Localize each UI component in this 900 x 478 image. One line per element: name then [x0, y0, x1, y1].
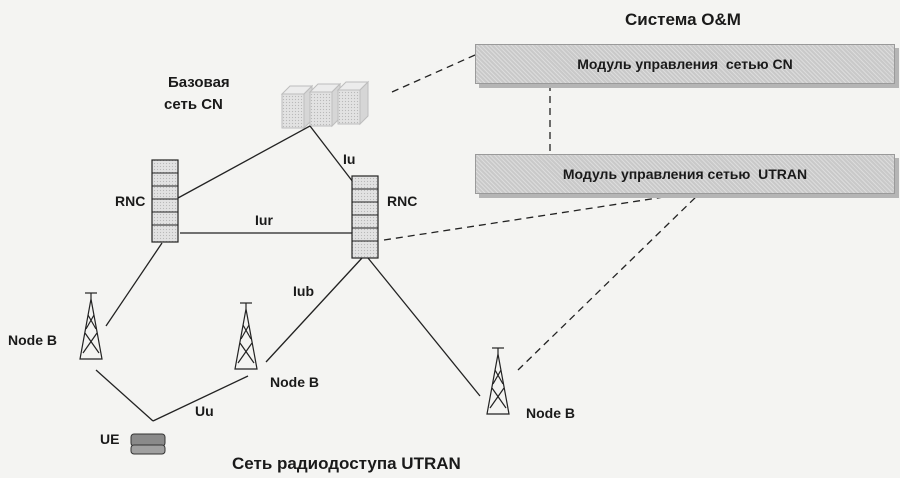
core-network-icon: [280, 80, 370, 130]
iur-interface-label: Iur: [255, 212, 273, 228]
nodeb-left-label: Node B: [8, 332, 57, 348]
uu-interface-label: Uu: [195, 403, 214, 419]
rnc-left-label: RNC: [115, 193, 146, 209]
cn-module-label: Модуль управления сетью CN: [577, 56, 793, 72]
core-network-label-line1: Базовая: [168, 74, 230, 91]
ue-device-icon: [130, 433, 166, 455]
dash-core-cn-module: [391, 54, 476, 93]
core-network-label-line2: сеть CN: [164, 96, 223, 113]
dash-nodeb-right-utran: [517, 192, 701, 371]
nodeb-right-label: Node B: [526, 405, 575, 421]
dash-rnc-right-utran: [383, 192, 691, 241]
link-ue-nodeb-left: [95, 369, 154, 422]
link-rnc-right-nodeb-right: [367, 257, 481, 397]
cn-management-module: Модуль управления сетью CN: [475, 44, 895, 84]
link-rnc-left-core: [177, 125, 311, 199]
rnc-left-rack: [151, 159, 179, 243]
rnc-right-label: RNC: [387, 193, 418, 209]
nodeb-left-antenna-icon: [79, 292, 103, 360]
utran-module-label: Модуль управления сетью UTRAN: [562, 166, 808, 182]
ue-label: UE: [100, 431, 120, 447]
nodeb-mid-label: Node B: [270, 374, 319, 390]
om-system-label: Система O&M: [625, 10, 741, 29]
link-uu: [152, 375, 249, 422]
iub-interface-label: Iub: [293, 283, 314, 299]
link-iu: [309, 125, 354, 183]
link-rnc-left-nodeb-left: [105, 242, 163, 327]
iu-interface-label: Iu: [343, 151, 356, 167]
diagram-title: Сеть радиодоступа UTRAN: [232, 454, 461, 473]
nodeb-right-antenna-icon: [486, 347, 510, 415]
nodeb-mid-antenna-icon: [234, 302, 258, 370]
utran-management-module: Модуль управления сетью UTRAN: [475, 154, 895, 194]
rnc-right-rack: [351, 175, 379, 259]
link-iub: [265, 257, 363, 363]
